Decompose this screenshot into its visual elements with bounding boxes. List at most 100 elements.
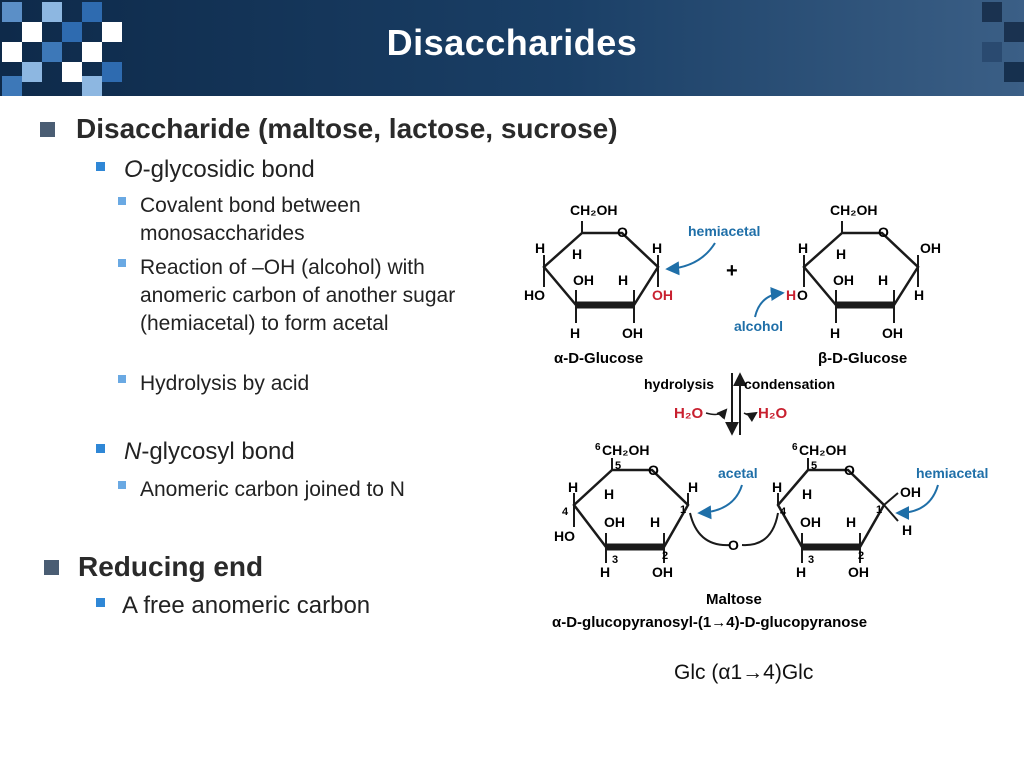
oh-red-label: OH	[652, 287, 673, 303]
glycosidic-bond-right	[741, 512, 779, 547]
oh-label: OH	[800, 514, 821, 530]
ch2oh-label: CH₂OH	[830, 202, 877, 218]
ch2oh-label: CH₂OH	[799, 442, 846, 458]
alcohol-label: alcohol	[734, 318, 783, 334]
carbon-number-4: 4	[562, 506, 569, 518]
h2o-in-arrow	[705, 408, 728, 420]
maltose-right-ring	[776, 458, 899, 563]
carbon-number-6: 6	[595, 442, 601, 453]
hemiacetal-arrow-right	[895, 484, 939, 520]
free-anomeric-item: A free anomeric carbon	[122, 592, 371, 619]
ho-label: HO	[524, 287, 545, 303]
o-italic: O	[124, 156, 143, 183]
heading-reducing-end: Reducing end	[78, 551, 264, 582]
oh-label: OH	[920, 240, 941, 256]
h-label: H	[830, 325, 840, 341]
anomeric-n-item: Anomeric carbon joined to N	[140, 478, 405, 501]
bullet-square	[40, 122, 55, 137]
bullet-square	[118, 197, 126, 205]
h-label: H	[914, 287, 924, 303]
h-label: H	[572, 246, 582, 262]
ring-oxygen-label: O	[617, 224, 628, 240]
acetal-arrow	[697, 484, 743, 520]
glc-notation: Glc (α1→4)Glc	[674, 661, 814, 684]
carbon-number-5: 5	[811, 460, 817, 472]
h2o-out-arrow	[743, 411, 758, 423]
h-label: H	[600, 564, 610, 580]
oh-label: OH	[882, 325, 903, 341]
o-glycosidic-bond-item: O-glycosidic bond	[124, 156, 315, 185]
oh-label: OH	[604, 514, 625, 530]
equilibrium-arrows	[725, 372, 747, 436]
slide-header: Disaccharides	[0, 0, 1024, 96]
ch2oh-label: CH₂OH	[602, 442, 649, 458]
beta-glucose-label: β-D-Glucose	[818, 350, 907, 367]
bullet-square	[96, 444, 105, 453]
carbon-number-1: 1	[680, 504, 686, 516]
h-label: H	[570, 325, 580, 341]
n-italic: N	[124, 438, 142, 465]
h-label: H	[618, 272, 628, 288]
alpha-glucose-label: α-D-Glucose	[554, 350, 643, 367]
oh-label: OH	[900, 484, 921, 500]
condensation-label: condensation	[744, 376, 835, 392]
h-label: H	[796, 564, 806, 580]
n-glycosyl-bond-item: N-glycosyl bond	[124, 438, 295, 467]
h-label: H	[802, 486, 812, 502]
h-label: H	[650, 514, 660, 530]
oh-label: OH	[652, 564, 673, 580]
hemiacetal-arrow	[665, 242, 716, 276]
carbon-number-2: 2	[662, 550, 668, 562]
bullet-square	[96, 162, 105, 171]
hemiacetal-label-right: hemiacetal	[916, 465, 988, 481]
o-label: O	[797, 287, 808, 303]
maltose-systematic-name: α-D-glucopyranosyl-(1→4)-D-glucopyranose	[552, 614, 867, 631]
h2o-left-label: H₂O	[674, 405, 703, 422]
h-label: H	[535, 240, 545, 256]
ring-oxygen-label: O	[648, 462, 659, 478]
hydrolysis-item: Hydrolysis by acid	[140, 372, 310, 395]
oh-label: OH	[833, 272, 854, 288]
alcohol-arrow	[754, 287, 785, 318]
h-red-label: H	[786, 287, 796, 303]
bullet-square	[118, 481, 126, 489]
oh-label: OH	[848, 564, 869, 580]
plus-sign: +	[726, 260, 738, 282]
carbon-number-5: 5	[615, 460, 621, 472]
h2o-right-label: H₂O	[758, 405, 787, 422]
hydrolysis-label: hydrolysis	[644, 376, 714, 392]
oh-label: OH	[622, 325, 643, 341]
ho-label: HO	[554, 528, 575, 544]
reaction-item: Reaction of –OH (alcohol) with anomeric …	[140, 256, 456, 335]
carbon-number-2: 2	[858, 550, 864, 562]
hemiacetal-label: hemiacetal	[688, 223, 760, 239]
h-label: H	[772, 479, 782, 495]
maltose-label: Maltose	[706, 591, 762, 608]
carbon-number-4: 4	[780, 506, 787, 518]
covalent-bond-item: Covalent bond between monosaccharides	[140, 194, 361, 245]
ring-oxygen-label: O	[844, 462, 855, 478]
maltose-formation-diagram: CH₂OH O H H H HO OH H OH H OH α-D-Glucos…	[524, 202, 988, 631]
h-label: H	[836, 246, 846, 262]
carbon-number-1: 1	[876, 504, 882, 516]
n-glycosyl-text: -glycosyl bond	[141, 438, 295, 465]
alpha-glucose-ring	[542, 221, 660, 323]
o-glycosidic-text: -glycosidic bond	[142, 156, 315, 183]
glycosidic-bond-left	[689, 512, 731, 547]
h-label: H	[568, 479, 578, 495]
oh-label: OH	[573, 272, 594, 288]
maltose-left-ring	[572, 458, 690, 563]
bridging-oxygen-label: O	[728, 537, 739, 553]
h-label: H	[902, 522, 912, 538]
acetal-label: acetal	[718, 465, 758, 481]
ch2oh-label: CH₂OH	[570, 202, 617, 218]
h-label: H	[846, 514, 856, 530]
h-label: H	[604, 486, 614, 502]
beta-glucose-ring	[802, 221, 920, 323]
bullet-square	[96, 598, 105, 607]
h-label: H	[798, 240, 808, 256]
heading-disaccharide: Disaccharide (maltose, lactose, sucrose)	[76, 113, 618, 144]
slide-title: Disaccharides	[386, 22, 638, 63]
h-label: H	[688, 479, 698, 495]
bullet-square	[118, 259, 126, 267]
